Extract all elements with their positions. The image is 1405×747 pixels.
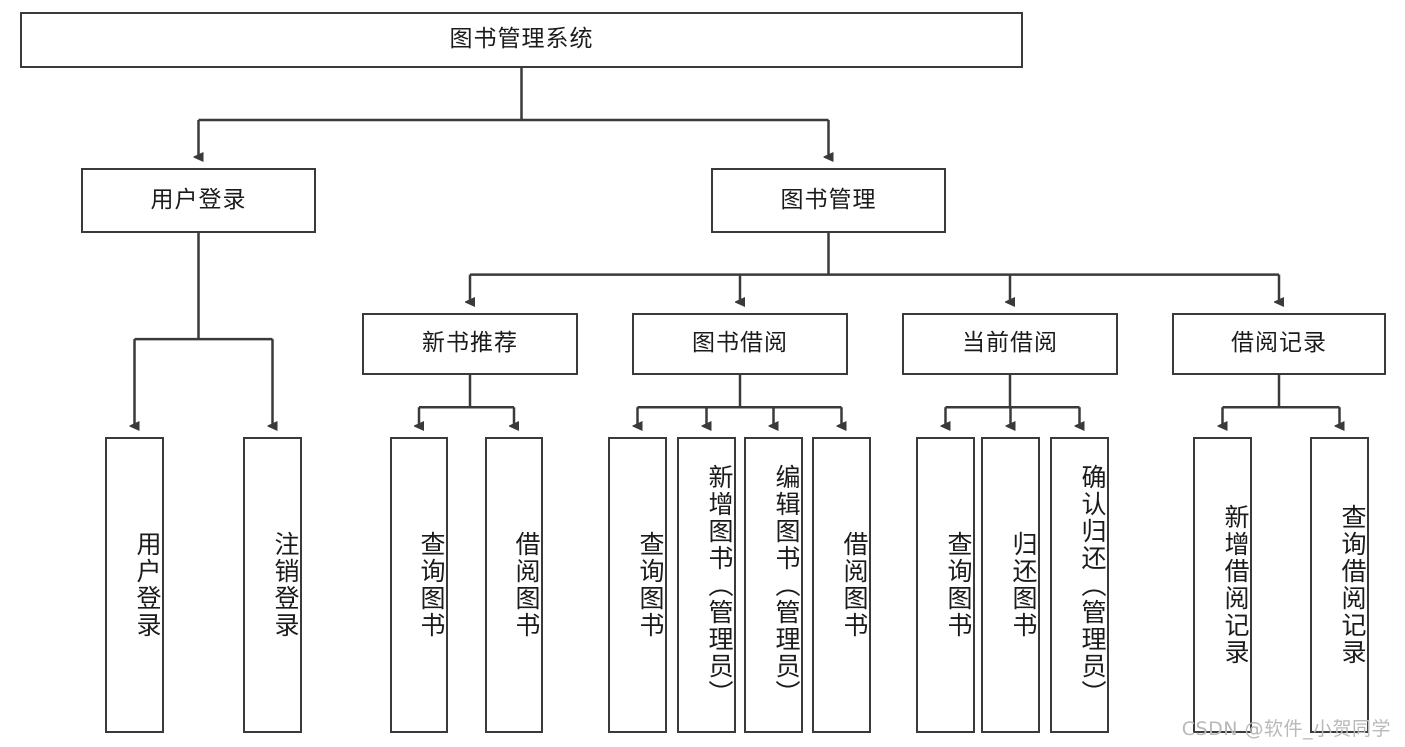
node-label: 新书推荐: [422, 330, 518, 357]
node-label: 查询借阅记录: [1338, 504, 1367, 666]
node-label: 查询图书: [636, 531, 665, 639]
node-label: 查询图书: [944, 531, 973, 639]
node-label: 确认归还（管理员）: [1078, 463, 1107, 707]
node-label: 用户登录: [133, 531, 162, 639]
node-label: 图书管理系统: [449, 26, 594, 53]
node-label: 借阅图书: [840, 531, 869, 639]
node-label: 当前借阅: [962, 330, 1058, 357]
node-user_login[interactable]: 用户登录: [81, 168, 316, 233]
node-new_book_rec[interactable]: 新书推荐: [362, 313, 578, 375]
node-leaf_user_login[interactable]: 用户登录: [105, 437, 164, 733]
node-label: 借阅记录: [1231, 330, 1327, 357]
node-label: 新增借阅记录: [1221, 504, 1250, 666]
node-label: 借阅图书: [512, 531, 541, 639]
node-label: 编辑图书（管理员）: [772, 463, 801, 707]
node-label: 图书借阅: [692, 330, 788, 357]
node-label: 用户登录: [150, 186, 247, 213]
node-root[interactable]: 图书管理系统: [20, 12, 1023, 68]
node-leaf_borrow_book_1[interactable]: 借阅图书: [485, 437, 543, 733]
node-leaf_logout[interactable]: 注销登录: [243, 437, 302, 733]
node-borrow_record[interactable]: 借阅记录: [1172, 313, 1386, 375]
node-label: 注销登录: [271, 531, 300, 639]
node-label: 查询图书: [417, 531, 446, 639]
node-book_borrow[interactable]: 图书借阅: [632, 313, 848, 375]
node-leaf_edit_book[interactable]: 编辑图书（管理员）: [744, 437, 803, 733]
node-leaf_confirm_ret[interactable]: 确认归还（管理员）: [1050, 437, 1109, 733]
node-leaf_return_book[interactable]: 归还图书: [981, 437, 1040, 733]
node-label: 归还图书: [1009, 531, 1038, 639]
node-book_manage[interactable]: 图书管理: [711, 168, 946, 233]
node-leaf_add_record[interactable]: 新增借阅记录: [1193, 437, 1252, 733]
node-label: 新增图书（管理员）: [705, 463, 734, 707]
node-leaf_query_record[interactable]: 查询借阅记录: [1310, 437, 1369, 733]
node-leaf_borrow_book_2[interactable]: 借阅图书: [812, 437, 871, 733]
node-leaf_query_book_1[interactable]: 查询图书: [390, 437, 448, 733]
node-label: 图书管理: [780, 186, 877, 213]
watermark-text: CSDN @软件_小贺同学: [1181, 718, 1391, 740]
node-leaf_add_book[interactable]: 新增图书（管理员）: [677, 437, 736, 733]
node-leaf_query_book_3[interactable]: 查询图书: [916, 437, 975, 733]
node-leaf_query_book_2[interactable]: 查询图书: [608, 437, 667, 733]
node-current_borrow[interactable]: 当前借阅: [902, 313, 1118, 375]
